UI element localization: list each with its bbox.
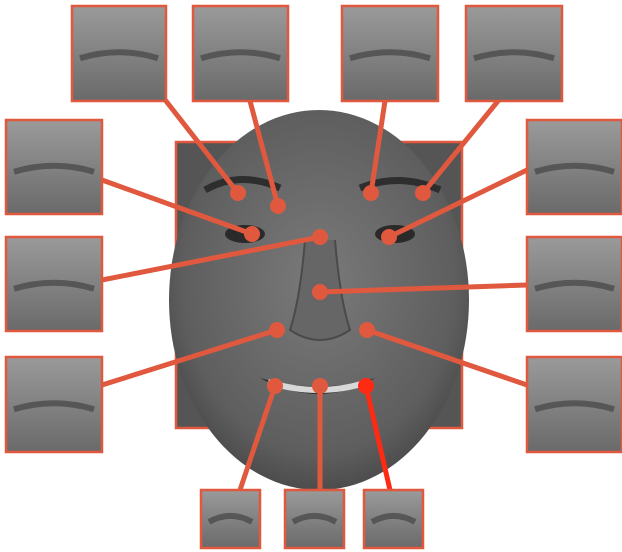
patch-left-2	[6, 237, 102, 331]
landmark-dot-left-brow-inner	[270, 198, 286, 214]
landmark-dot-right-nostril	[359, 322, 375, 338]
patch-right-2	[527, 237, 622, 331]
landmark-dot-left-nostril	[269, 322, 285, 338]
patch-right-3	[527, 357, 622, 452]
patch-top-2	[193, 6, 288, 101]
landmark-dot-left-eye	[244, 226, 260, 242]
landmark-dot-right-eye	[381, 229, 397, 245]
patch-left-3	[6, 357, 102, 452]
landmark-dot-mouth-right	[358, 378, 374, 394]
landmark-dot-left-brow-outer	[230, 185, 246, 201]
landmark-dot-right-brow-inner	[363, 185, 379, 201]
patch-top-4	[466, 6, 562, 101]
patch-top-1	[72, 6, 166, 101]
landmark-dot-nose-bridge	[312, 229, 328, 245]
patch-top-3	[342, 6, 438, 101]
landmark-dot-right-brow-outer	[415, 185, 431, 201]
landmark-dot-mouth-center	[312, 378, 328, 394]
patch-bottom-2	[285, 490, 344, 548]
landmark-dot-mouth-left	[267, 378, 283, 394]
patch-bottom-3	[364, 490, 423, 548]
patch-left-1	[6, 120, 102, 214]
patch-bottom-1	[201, 490, 260, 548]
landmark-dot-nose-tip	[312, 284, 328, 300]
patch-right-1	[527, 120, 622, 214]
